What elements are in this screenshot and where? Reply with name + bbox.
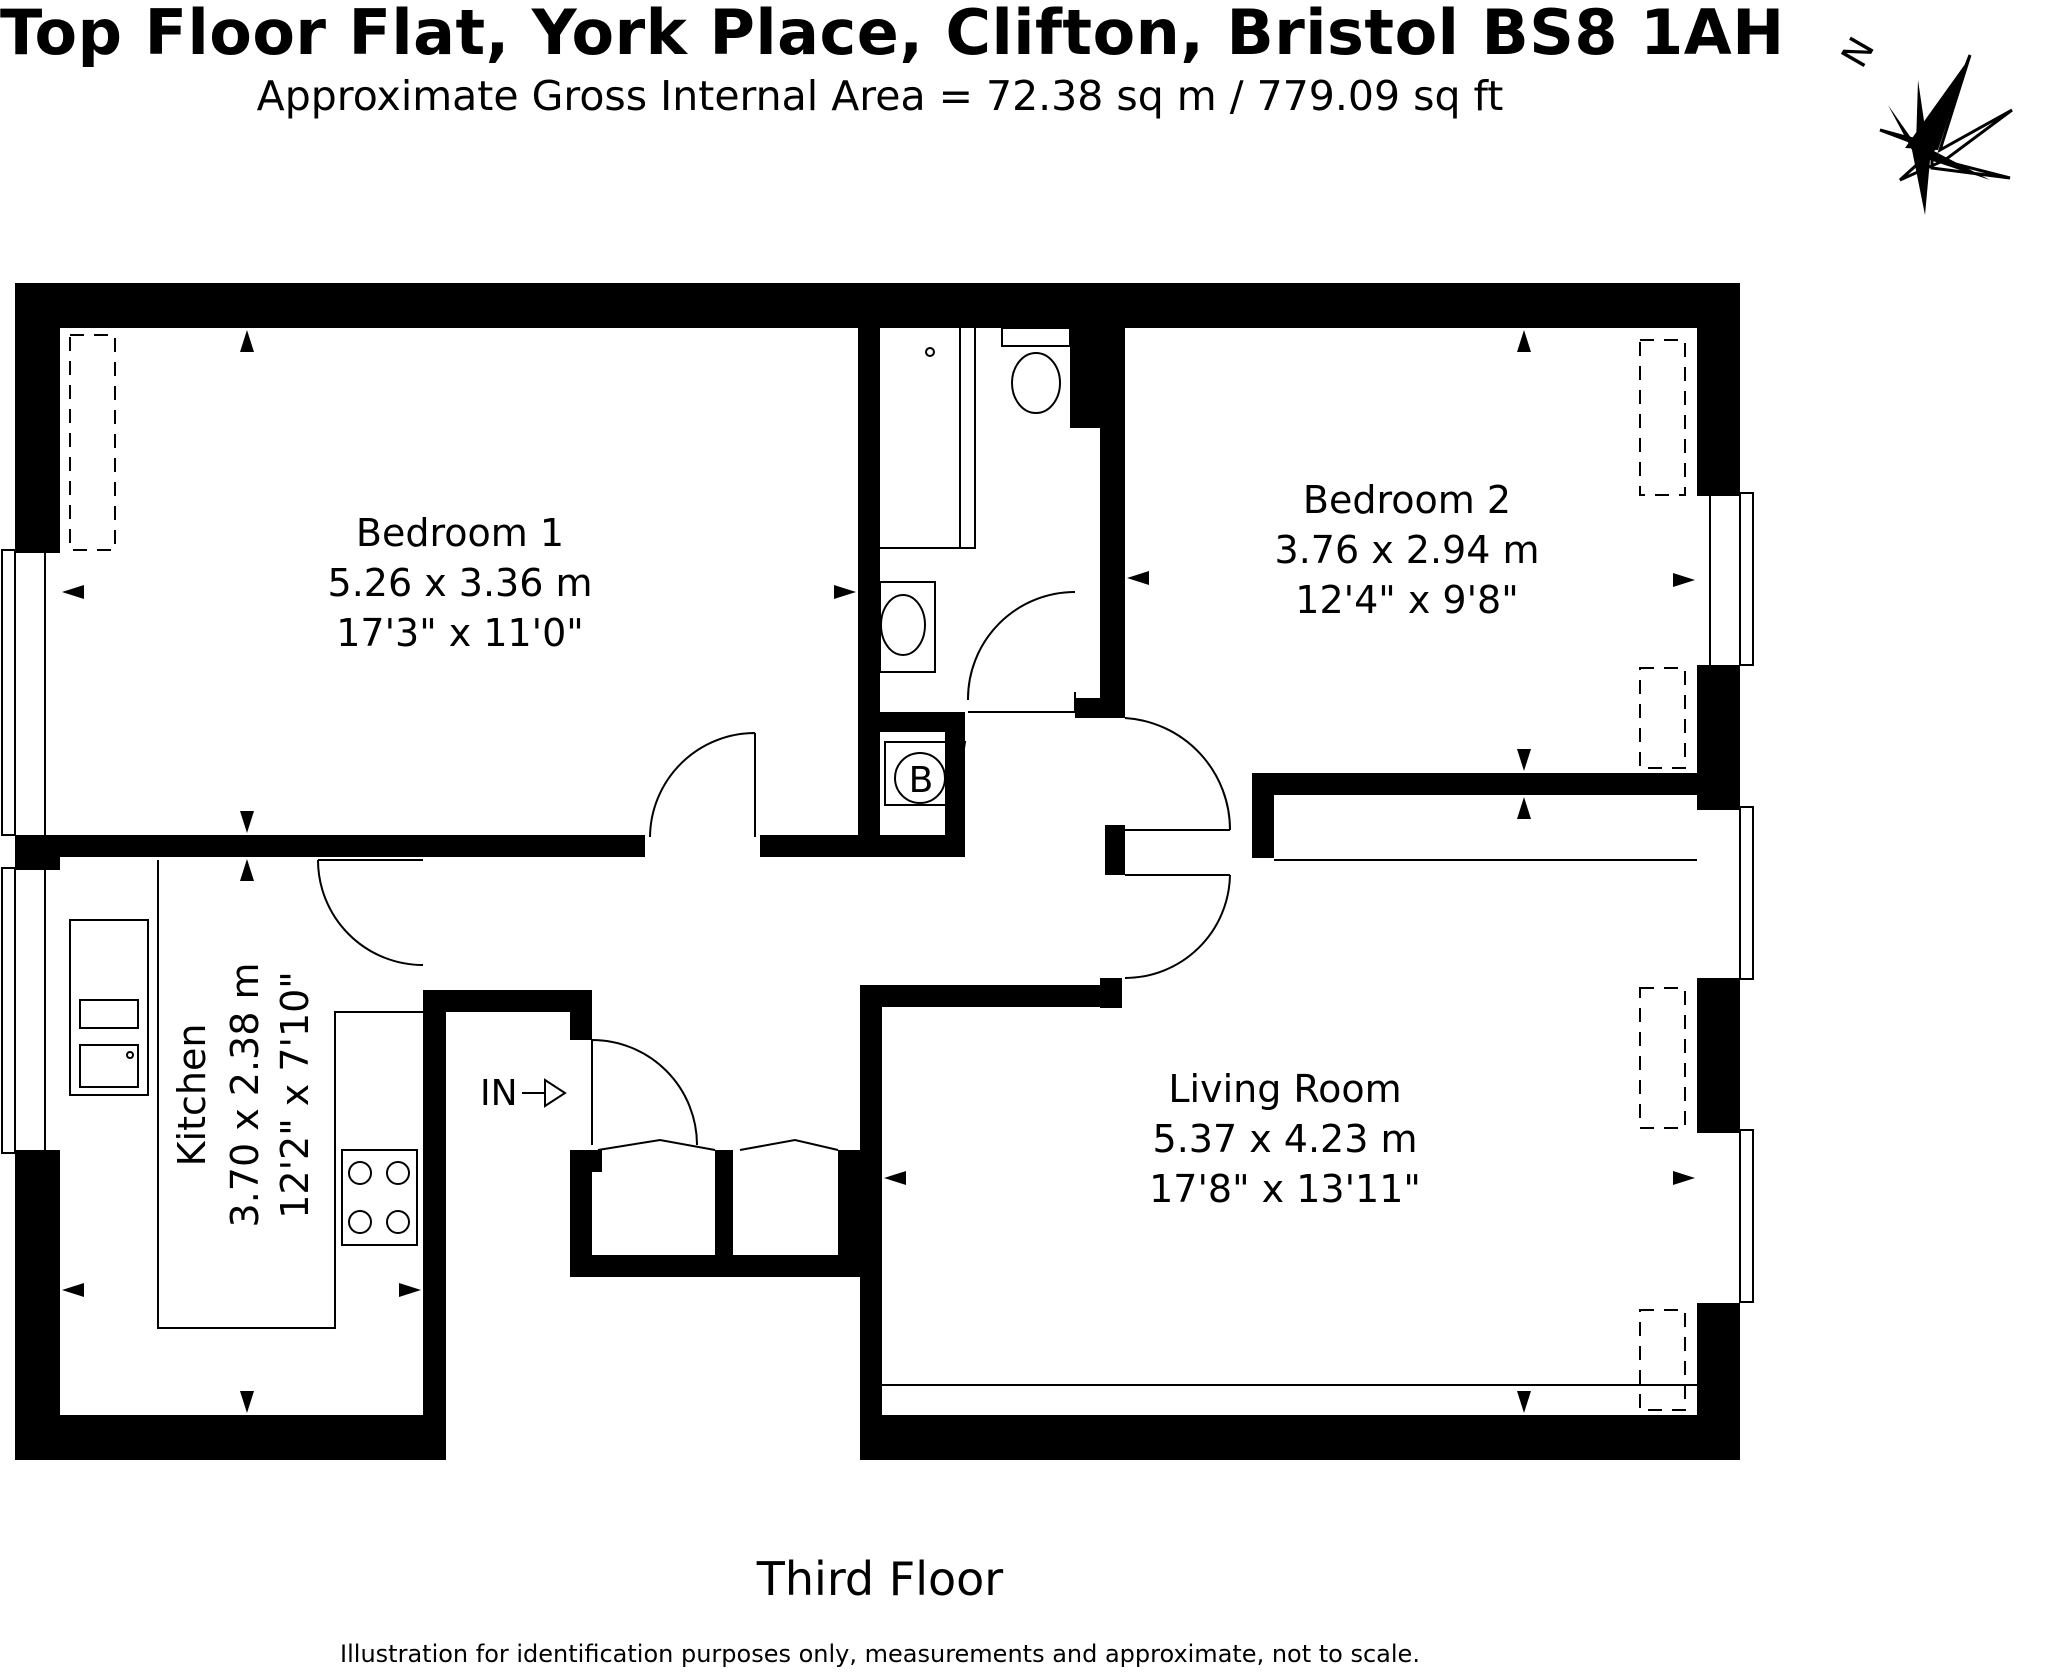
gross-internal-area: Approximate Gross Internal Area = 72.38 … [256, 72, 1504, 120]
bedroom1-name: Bedroom 1 [356, 511, 564, 555]
living-room-imperial: 17'8" x 13'11" [1149, 1167, 1421, 1211]
kitchen-metric: 3.70 x 2.38 m [223, 963, 267, 1228]
disclaimer: Illustration for identification purposes… [340, 1640, 1420, 1668]
kitchen-name: Kitchen [170, 1024, 214, 1167]
floor-name: Third Floor [756, 1552, 1004, 1606]
bedroom1-metric: 5.26 x 3.36 m [328, 561, 593, 605]
boiler-label: B [909, 760, 934, 801]
bedroom1-imperial: 17'3" x 11'0" [336, 611, 584, 655]
walls [15, 283, 1740, 1460]
bedroom2-name: Bedroom 2 [1303, 478, 1511, 522]
bedroom2-metric: 3.76 x 2.94 m [1275, 528, 1540, 572]
living-room-metric: 5.37 x 4.23 m [1153, 1117, 1418, 1161]
kitchen-imperial: 12'2" x 7'10" [273, 971, 317, 1219]
north-label: N [1834, 31, 1883, 75]
measurement-arrows [62, 330, 1695, 1413]
compass-star-icon [1879, 54, 2013, 215]
plan-title: Top Floor Flat, York Place, Clifton, Bri… [0, 0, 1785, 69]
entrance-label: IN [480, 1073, 518, 1114]
entrance-arrow-icon [522, 1078, 567, 1108]
living-room-name: Living Room [1168, 1067, 1401, 1111]
fixtures [1, 327, 1754, 1411]
bedroom2-imperial: 12'4" x 9'8" [1295, 578, 1518, 622]
